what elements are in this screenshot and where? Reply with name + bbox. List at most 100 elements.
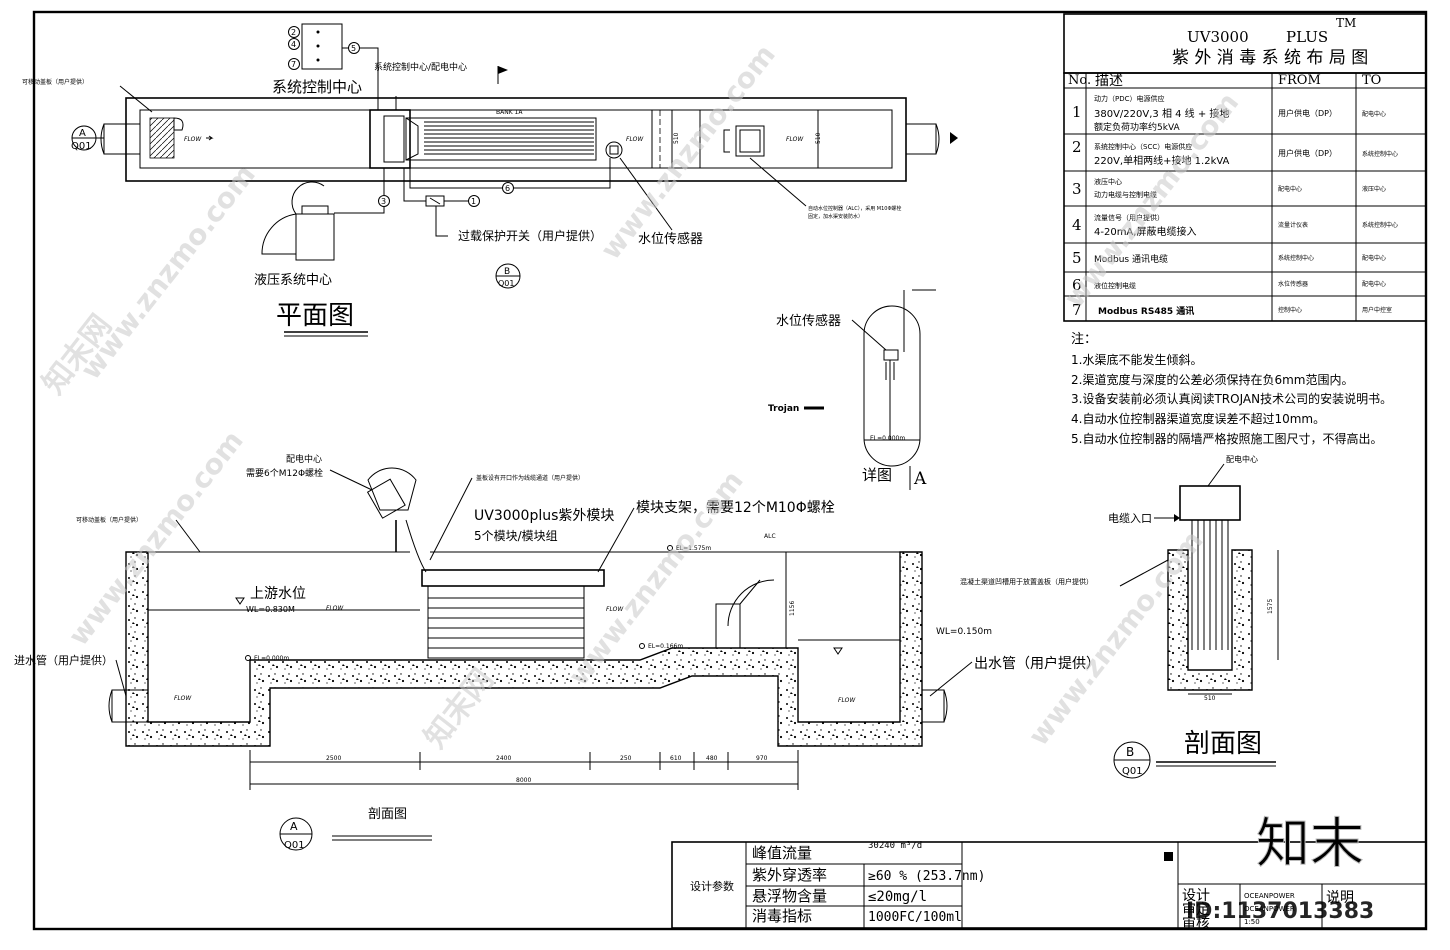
- module-support-label: 模块支架，需要12个M10Φ螺栓: [636, 500, 835, 516]
- uv-module-count: 5个模块/模块组: [474, 529, 558, 543]
- outlet-pipe-label: 出水管（用户提供）: [974, 655, 1100, 672]
- callout-number: 2: [291, 28, 296, 37]
- drawing-title: 紫 外 消 毒 系 统 布 局 图: [1172, 48, 1368, 68]
- sign-block: 设计 审定 审核 OCEANPOWER OCEANPOWER 1:50 说明: [1164, 842, 1426, 932]
- table-cell-from: 控制中心: [1278, 306, 1302, 314]
- section-b-title: 剖面图: [1184, 729, 1262, 759]
- uv-lamps: [428, 597, 584, 649]
- plan-channel-inner: [139, 109, 893, 169]
- sign-review: 审核: [1182, 916, 1210, 932]
- table-cell-to: 系统控制中心: [1362, 150, 1398, 158]
- table-cell-desc: Modbus RS485 通讯: [1098, 305, 1194, 317]
- callout-bubble: [348, 42, 360, 54]
- alc-label: ALC: [764, 533, 776, 540]
- watermark-brand-cn: 知末: [1256, 812, 1364, 875]
- watermark-site: www.znzmo.com: [74, 158, 262, 386]
- dim-width: 510: [1204, 695, 1216, 702]
- upstream-label: 上游水位: [250, 586, 306, 602]
- table-row-no: 2: [1072, 138, 1082, 156]
- param-name: 峰值流量: [752, 844, 812, 862]
- control-power-center-label: 系统控制中心/配电中心: [374, 61, 467, 73]
- dim-value: 970: [756, 755, 768, 762]
- table-cell-desc: 220V,单相两线+接地 1.2kVA: [1094, 154, 1230, 167]
- section-view-title: 剖面图: [368, 807, 407, 822]
- callout-number: 6: [505, 184, 510, 193]
- section-view: 配电中心 需要6个M12Φ螺栓 盖板设有开口作为线缆通道（用户提供） 可移动盖板…: [14, 453, 1100, 851]
- note-item: 2.渠道宽度与深度的公差必须保持在负6mm范围内。: [1071, 372, 1353, 387]
- flow-label: FLOW: [174, 695, 192, 702]
- callout-bubble: [378, 195, 390, 207]
- level-sensor-label: 水位传感器: [638, 231, 703, 247]
- callout-bubble: [468, 195, 480, 207]
- flow-label: FLOW: [606, 606, 624, 613]
- table-cell-desc: 流量信号（用户提供）: [1094, 213, 1164, 222]
- table-cell-from: 水位传感器: [1278, 280, 1308, 288]
- table-cell-from: 系统控制中心: [1278, 254, 1314, 262]
- dim-total: 8000: [516, 777, 531, 784]
- section-marker-ref: Q01: [71, 141, 92, 152]
- removable-cover-label: 可移动盖板（用户提供）: [76, 516, 142, 524]
- plan-view-title: 平面图: [276, 301, 354, 331]
- callout-bubble: [288, 38, 300, 50]
- detail-trojan-label: Trojan: [768, 404, 799, 414]
- param-name: 消毒指标: [752, 907, 812, 925]
- watermark-site: www.znzmo.com: [62, 424, 250, 652]
- table-cell-from: 配电中心: [1278, 185, 1302, 193]
- cover-opening-note: 盖板设有开口作为线缆通道（用户提供）: [476, 474, 584, 482]
- el-top-label: EL=1.575m: [676, 545, 711, 552]
- detail-a-shape: [863, 305, 921, 467]
- power-center-box: [366, 478, 406, 519]
- table-cell-desc: 380V/220V,3 相 4 线 + 接地: [1094, 107, 1229, 120]
- table-cell-desc: 液位控制电缆: [1094, 281, 1136, 290]
- design-params-label: 设计参数: [690, 879, 734, 893]
- table-header-to: TO: [1362, 73, 1381, 88]
- section-b-cables: [1191, 520, 1229, 650]
- table-cell-desc: 系统控制中心（SCC）电源供应: [1094, 142, 1192, 151]
- alc-note: 固定，加水渠安装防水）: [808, 213, 863, 220]
- notes-heading: 注：: [1071, 332, 1097, 347]
- table-cell-to: 液压中心: [1362, 185, 1386, 193]
- detail-letter: A: [913, 469, 927, 489]
- table-cell-desc: 液压中心: [1094, 177, 1122, 186]
- dim-value: 610: [670, 755, 682, 762]
- wl-up-label: WL=0.830M: [246, 605, 295, 614]
- note-item: 3.设备安装前必须认真阅读TROJAN技术公司的安装说明书。: [1071, 391, 1392, 406]
- dim-value: 480: [706, 755, 718, 762]
- flow-label: FLOW: [838, 697, 856, 704]
- groove-note: 混凝土渠道凹槽用于放置盖板（用户提供）: [960, 577, 1093, 586]
- param-value: ≥60 % (253.7nm): [868, 869, 985, 884]
- hydraulic-center-box: [295, 213, 335, 261]
- param-value: 30240 m³/d: [868, 841, 922, 851]
- flow-label: FLOW: [626, 136, 644, 143]
- table-cell-desc: 动力电缆与控制电缆: [1094, 190, 1157, 199]
- detail-a: 水位传感器 Trojan EL=0.000m 详图 A: [768, 289, 936, 490]
- table-row-no: 5: [1072, 249, 1082, 267]
- table-row-no: 7: [1072, 301, 1082, 319]
- dim-value: 2500: [326, 755, 341, 762]
- callout-bubble: [502, 182, 514, 194]
- section-marker-letter: B: [504, 267, 510, 277]
- dim-510: 510: [673, 132, 680, 144]
- title-tm: TM: [1336, 16, 1356, 30]
- watermark-id: ID:1137013383: [1186, 899, 1374, 924]
- table-row-no: 6: [1072, 276, 1082, 294]
- title-product: UV3000: [1187, 28, 1249, 46]
- bolts-label: 需要6个M12Φ螺栓: [246, 467, 323, 479]
- table-row-no: 1: [1072, 103, 1082, 121]
- callout-number: 3: [381, 197, 386, 206]
- section-marker-letter: A: [79, 128, 86, 139]
- param-value: ≤20mg/l: [868, 889, 927, 905]
- section-b-power-center-label: 配电中心: [1226, 454, 1258, 464]
- inlet-pipe-label: 进水管（用户提供）: [14, 653, 113, 667]
- sign-note: 说明: [1326, 890, 1354, 906]
- control-center-label: 系统控制中心: [272, 78, 362, 96]
- note-item: 4.自动水位控制器渠道宽度误差不超过10mm。: [1071, 411, 1325, 426]
- plan-module-lamps: [424, 121, 594, 155]
- uv-module-label: UV3000plus紫外模块: [474, 508, 614, 524]
- table-cell-desc: 4-20mA,屏蔽电缆接入: [1094, 225, 1196, 238]
- sign-design: 设计: [1182, 888, 1210, 904]
- el-bottom-label: EL=0.000m: [254, 655, 289, 662]
- plan-level-sensor: [605, 141, 623, 159]
- detail-sensor-label: 水位传感器: [776, 313, 841, 329]
- note-item: 5.自动水位控制器的隔墙严格按照施工图尺寸，不得高出。: [1071, 431, 1382, 446]
